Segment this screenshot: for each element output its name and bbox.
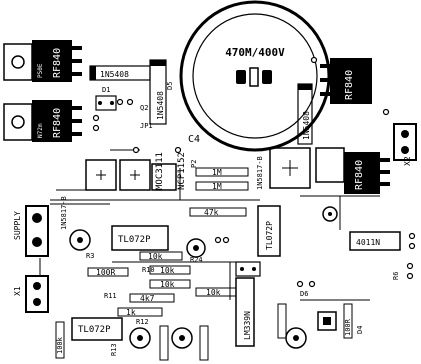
svg-text:10k: 10k bbox=[148, 252, 163, 261]
capacitor-ref: C4 bbox=[188, 134, 200, 145]
trimpot-b bbox=[186, 238, 206, 258]
svg-text:1N5408: 1N5408 bbox=[156, 91, 165, 120]
svg-text:P50E: P50E bbox=[37, 63, 44, 78]
regulator-u2: RF840 N72m bbox=[3, 100, 82, 142]
resistor-row-lower: 100R 10k 10k 4k7 1k 10k 10k bbox=[87, 251, 237, 317]
svg-text:10k: 10k bbox=[160, 266, 175, 275]
svg-text:RF840: RF840 bbox=[344, 70, 355, 100]
supply-label: SUPPLY bbox=[13, 211, 22, 240]
svg-text:R10: R10 bbox=[142, 266, 155, 274]
svg-text:JP1: JP1 bbox=[140, 122, 153, 130]
svg-text:X1: X1 bbox=[13, 286, 22, 296]
connector-x1: X1 bbox=[13, 275, 49, 313]
ic-tl072p-c: TL072P bbox=[71, 317, 123, 341]
diode-1n5408-b: 1N5408 bbox=[149, 59, 167, 125]
svg-text:1k: 1k bbox=[126, 308, 136, 317]
opto-ncp1152: NCP1152 bbox=[151, 152, 187, 191]
svg-text:D6: D6 bbox=[300, 290, 308, 298]
capacitor-rating: 470M/400V bbox=[225, 46, 285, 59]
svg-text:TL072P: TL072P bbox=[78, 325, 111, 335]
svg-text:P2: P2 bbox=[190, 160, 198, 168]
diode-1n5817-left: 1N5817-B bbox=[60, 196, 68, 230]
svg-text:TL072P: TL072P bbox=[265, 221, 274, 250]
svg-text:1N5817-B: 1N5817-B bbox=[60, 196, 68, 230]
diode-1n5408-c: 1N5408 bbox=[297, 83, 313, 145]
ic-block-right-upper: 1N5817-B bbox=[256, 147, 345, 190]
supply-connector: SUPPLY bbox=[13, 205, 49, 257]
ic-tl072p-a: TL072P bbox=[111, 225, 169, 251]
svg-text:Q2: Q2 bbox=[140, 104, 148, 112]
svg-text:X2: X2 bbox=[403, 156, 412, 166]
ic-tl072p-b: TL072P bbox=[257, 205, 281, 257]
trimpot-f bbox=[322, 206, 338, 222]
svg-text:1N5817-B: 1N5817-B bbox=[256, 156, 264, 190]
main-capacitor: 470M/400V C4 bbox=[179, 0, 331, 152]
svg-text:R3: R3 bbox=[86, 252, 94, 260]
svg-text:1M: 1M bbox=[212, 182, 222, 191]
trimpot-a bbox=[69, 229, 91, 251]
svg-text:100R: 100R bbox=[96, 268, 115, 277]
regulator-u4: RF840 bbox=[344, 152, 390, 194]
ic-lm339n: LM339N bbox=[235, 277, 255, 347]
trimpot-c bbox=[129, 327, 151, 349]
trimpot-d bbox=[171, 327, 193, 349]
ref-designators: R3 R10 R11 R12 R13 R24 R6 D6 Q2 JP1 P2 D… bbox=[86, 82, 400, 356]
svg-text:RF840: RF840 bbox=[354, 160, 365, 190]
ic-4011n: 4011N bbox=[349, 231, 401, 251]
led-d7 bbox=[317, 311, 337, 331]
svg-text:R6: R6 bbox=[392, 272, 400, 280]
svg-text:LM339N: LM339N bbox=[243, 311, 252, 340]
svg-text:47k: 47k bbox=[204, 208, 219, 217]
svg-text:RF840: RF840 bbox=[52, 108, 63, 138]
svg-text:R13: R13 bbox=[110, 343, 118, 356]
svg-text:1M: 1M bbox=[212, 168, 222, 177]
svg-text:100k: 100k bbox=[56, 336, 64, 354]
svg-text:D1: D1 bbox=[102, 86, 110, 94]
svg-text:R11: R11 bbox=[104, 292, 117, 300]
svg-text:RF840: RF840 bbox=[52, 48, 63, 78]
svg-text:4011N: 4011N bbox=[356, 238, 380, 247]
svg-text:N72m: N72m bbox=[37, 123, 44, 138]
connector-x2: X2 bbox=[393, 123, 417, 166]
opto-moc3111: MOC3111 bbox=[85, 152, 165, 191]
svg-text:R12: R12 bbox=[136, 318, 149, 326]
svg-text:D5: D5 bbox=[166, 82, 174, 90]
svg-text:100R: 100R bbox=[344, 318, 352, 336]
svg-text:10k: 10k bbox=[206, 288, 221, 297]
svg-text:1N5408: 1N5408 bbox=[100, 70, 129, 79]
resistor-vertical-group: 100k 100R bbox=[55, 303, 353, 361]
transistor-q1 bbox=[95, 95, 117, 111]
svg-text:R24: R24 bbox=[190, 256, 203, 264]
resistor-row-mid: 1M 1M 47k bbox=[189, 167, 249, 217]
regulator-u1: RF840 P50E bbox=[3, 40, 82, 82]
svg-text:NCP1152: NCP1152 bbox=[177, 152, 187, 190]
svg-text:1N5408: 1N5408 bbox=[302, 111, 311, 140]
svg-text:TL072P: TL072P bbox=[118, 235, 151, 245]
svg-text:MOC3111: MOC3111 bbox=[155, 152, 165, 190]
svg-text:4k7: 4k7 bbox=[140, 294, 155, 303]
regulator-u3: RF840 bbox=[320, 58, 372, 104]
svg-text:10k: 10k bbox=[160, 280, 175, 289]
solder-pads bbox=[92, 56, 416, 288]
svg-text:D4: D4 bbox=[356, 326, 364, 334]
